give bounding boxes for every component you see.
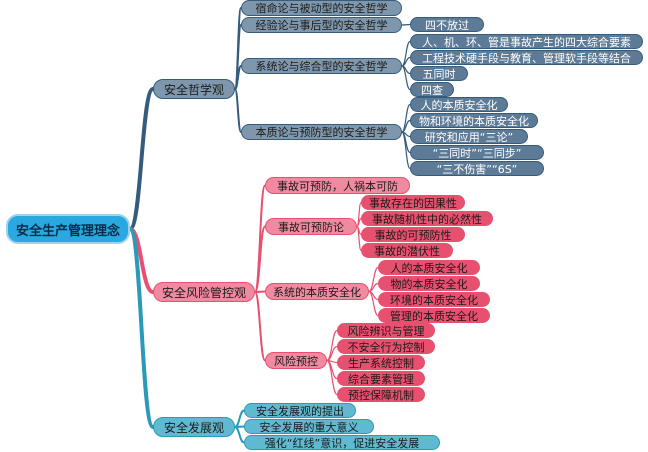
item-to-leaf-line [356, 225, 362, 252]
branch-to-item-line [234, 426, 245, 444]
leaf-item[interactable]: 生产系统控制 [337, 355, 425, 370]
item-to-leaf-line [368, 290, 379, 317]
leaf-item[interactable]: 事故随机性中的必然性 [361, 211, 493, 226]
leaf-item[interactable]: 物和环境的本质安全化 [410, 113, 538, 128]
root-to-branch-line [128, 87, 155, 231]
branch-label: 安全哲学观 [163, 82, 224, 97]
leaf-item[interactable]: 工程技术硬手段与教育、管理软手段等结合 [410, 50, 643, 65]
leaf-item[interactable]: 综合要素管理 [337, 371, 425, 386]
leaf-item[interactable]: 人的本质安全化 [378, 260, 480, 275]
branch-risk-control[interactable]: 安全风险管控观 [153, 282, 255, 302]
branch-to-item-line [234, 409, 245, 428]
leaf-item[interactable]: 不安全行为控制 [337, 339, 435, 354]
branch-to-item-line [254, 184, 266, 293]
philosophy-item[interactable]: 宿命论与被动型的安全哲学 [241, 0, 402, 16]
branch-to-item-line [234, 88, 242, 133]
branch-philosophy[interactable]: 安全哲学观 [153, 79, 235, 99]
item-to-leaf-line [401, 131, 411, 170]
item-to-leaf-line [326, 329, 338, 362]
branch-to-item-line [254, 291, 266, 362]
root-node[interactable]: 安全生产管理理念 [6, 214, 130, 244]
leaf-item[interactable]: 风险辨识与管理 [337, 323, 435, 338]
risk-item[interactable]: 系统的本质安全化 [265, 283, 369, 300]
root-label: 安全生产管理理念 [15, 223, 120, 239]
leaf-item[interactable]: 四查 [410, 82, 454, 97]
item-to-leaf-line [401, 23, 411, 26]
risk-item[interactable]: 事故可预防论 [265, 218, 357, 235]
branch-label: 安全风险管控观 [161, 285, 246, 300]
leaf-item[interactable]: 五同时 [410, 66, 468, 81]
leaf-item[interactable]: 事故的可预防性 [361, 227, 465, 242]
branch-to-item-line [254, 290, 266, 293]
branch-to-item-line [254, 225, 266, 293]
leaf-item[interactable]: “三同时”“三同步” [410, 145, 544, 160]
leaf-item[interactable]: “三不伤害”“6S” [410, 161, 544, 176]
item-to-leaf-line [326, 359, 338, 396]
leaf-item[interactable]: 人、机、环、管是事故产生的四大综合要素 [410, 34, 643, 49]
philosophy-item[interactable]: 本质论与预防型的安全哲学 [241, 124, 402, 140]
leaf-item[interactable]: 物的本质安全化 [378, 276, 480, 291]
leaf-item[interactable]: 研究和应用“三论” [410, 129, 528, 144]
root-to-branch-line [128, 227, 155, 429]
philosophy-item[interactable]: 经验论与事后型的安全哲学 [241, 17, 402, 33]
development-item[interactable]: 安全发展观的提出 [244, 403, 356, 418]
leaf-item[interactable]: 人的本质安全化 [410, 97, 508, 112]
risk-item[interactable]: 事故可预防，人祸本可防 [265, 177, 410, 194]
philosophy-item[interactable]: 系统论与综合型的安全哲学 [241, 58, 402, 74]
branch-development[interactable]: 安全发展观 [153, 417, 235, 437]
development-item[interactable]: 安全发展的重大意义 [244, 419, 374, 434]
leaf-item[interactable]: 事故的潜伏性 [361, 243, 453, 258]
leaf-item[interactable]: 环境的本质安全化 [378, 292, 490, 307]
branch-label: 安全发展观 [163, 420, 224, 435]
leaf-item[interactable]: 事故存在的因果性 [361, 195, 465, 210]
leaf-item[interactable]: 预控保障机制 [337, 387, 425, 402]
leaf-item[interactable]: 四不放过 [410, 17, 484, 32]
leaf-item[interactable]: 管理的本质安全化 [378, 308, 490, 323]
risk-item[interactable]: 风险预控 [265, 352, 327, 369]
item-to-leaf-line [401, 65, 411, 91]
development-item[interactable]: 强化“红线”意识，促进安全发展 [244, 435, 440, 450]
